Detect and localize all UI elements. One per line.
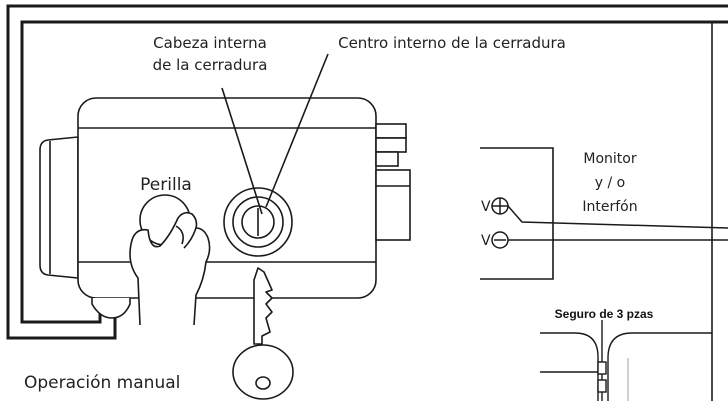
latch-tab-1 <box>375 123 407 139</box>
lock-pin-top <box>597 361 607 375</box>
label-monitor-line1: Monitor <box>583 151 636 167</box>
minus-terminal-icon <box>491 231 509 249</box>
label-three-piece-lock: Seguro de 3 pzas <box>555 307 654 321</box>
lock-cylinder <box>223 187 293 257</box>
latch-tab-2 <box>375 137 407 153</box>
label-terminal-minus: V <box>481 233 491 249</box>
key-icon <box>232 267 294 400</box>
mount-lug-left <box>91 298 131 319</box>
label-manual-operation: Operación manual <box>24 373 180 393</box>
plus-terminal-icon <box>491 197 509 215</box>
latch-tab-3 <box>375 151 399 167</box>
label-monitor-line3: Interfón <box>582 199 637 215</box>
label-knob: Perilla <box>140 175 192 195</box>
monitor-box <box>480 147 554 280</box>
label-monitor-line2: y / o <box>595 175 625 191</box>
lock-left-cap <box>39 136 79 279</box>
monitor-wires <box>507 205 728 241</box>
label-inner-center: Centro interno de la cerradura <box>338 34 566 52</box>
pointer-lines <box>221 53 329 215</box>
hand-icon <box>129 211 211 326</box>
three-piece-lock-detail <box>540 320 712 401</box>
label-inner-head-line2: de la cerradura <box>153 56 268 74</box>
lock-body <box>39 97 411 319</box>
label-inner-head-line1: Cabeza interna <box>153 34 267 52</box>
latch-bolt <box>375 169 411 241</box>
label-terminal-plus: V <box>481 199 491 215</box>
lock-pin-bottom <box>597 379 607 393</box>
